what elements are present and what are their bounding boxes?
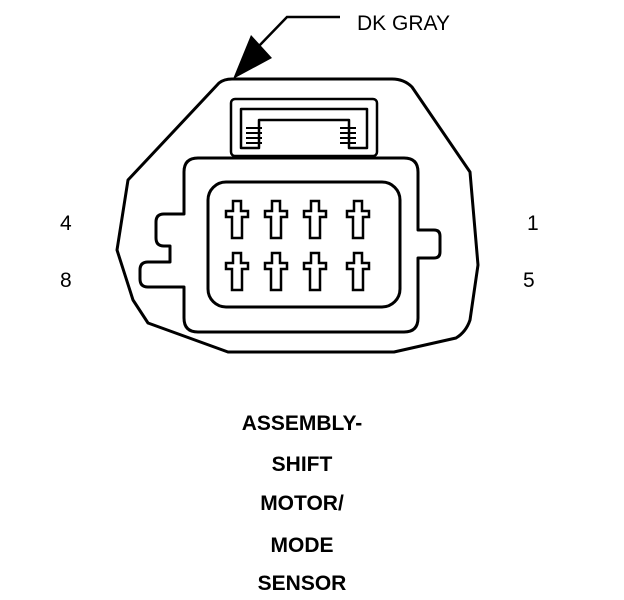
title-line-3: MOTOR/ (260, 492, 344, 515)
pin-label-1: 1 (527, 212, 539, 235)
terminal-cavity (224, 251, 250, 292)
connector-shell (115, 77, 480, 354)
pin-label-8: 8 (60, 269, 72, 292)
terminal-cavity-area (206, 180, 402, 309)
wire-color-label: DK GRAY (357, 12, 450, 35)
component-title: ASSEMBLY- SHIFT MOTOR/ MODE SENSOR (242, 412, 363, 595)
terminal-cavity (224, 199, 250, 240)
wire-color-leader (233, 15, 340, 79)
title-line-1: ASSEMBLY- (242, 412, 363, 435)
terminal-cavity (302, 199, 328, 240)
terminal-cavity (302, 251, 328, 292)
terminal-cavity (263, 251, 289, 292)
title-line-4: MODE (271, 534, 334, 557)
connector-housing (138, 156, 442, 334)
pin-label-5: 5 (523, 269, 535, 292)
title-line-2: SHIFT (272, 453, 333, 476)
pin-label-4: 4 (60, 212, 72, 235)
terminal-cavity (345, 199, 371, 240)
locking-tab (229, 97, 379, 158)
terminal-cavity (263, 199, 289, 240)
terminal-cavities (224, 199, 371, 292)
terminal-cavity (345, 251, 371, 292)
title-line-5: SENSOR (258, 572, 347, 595)
